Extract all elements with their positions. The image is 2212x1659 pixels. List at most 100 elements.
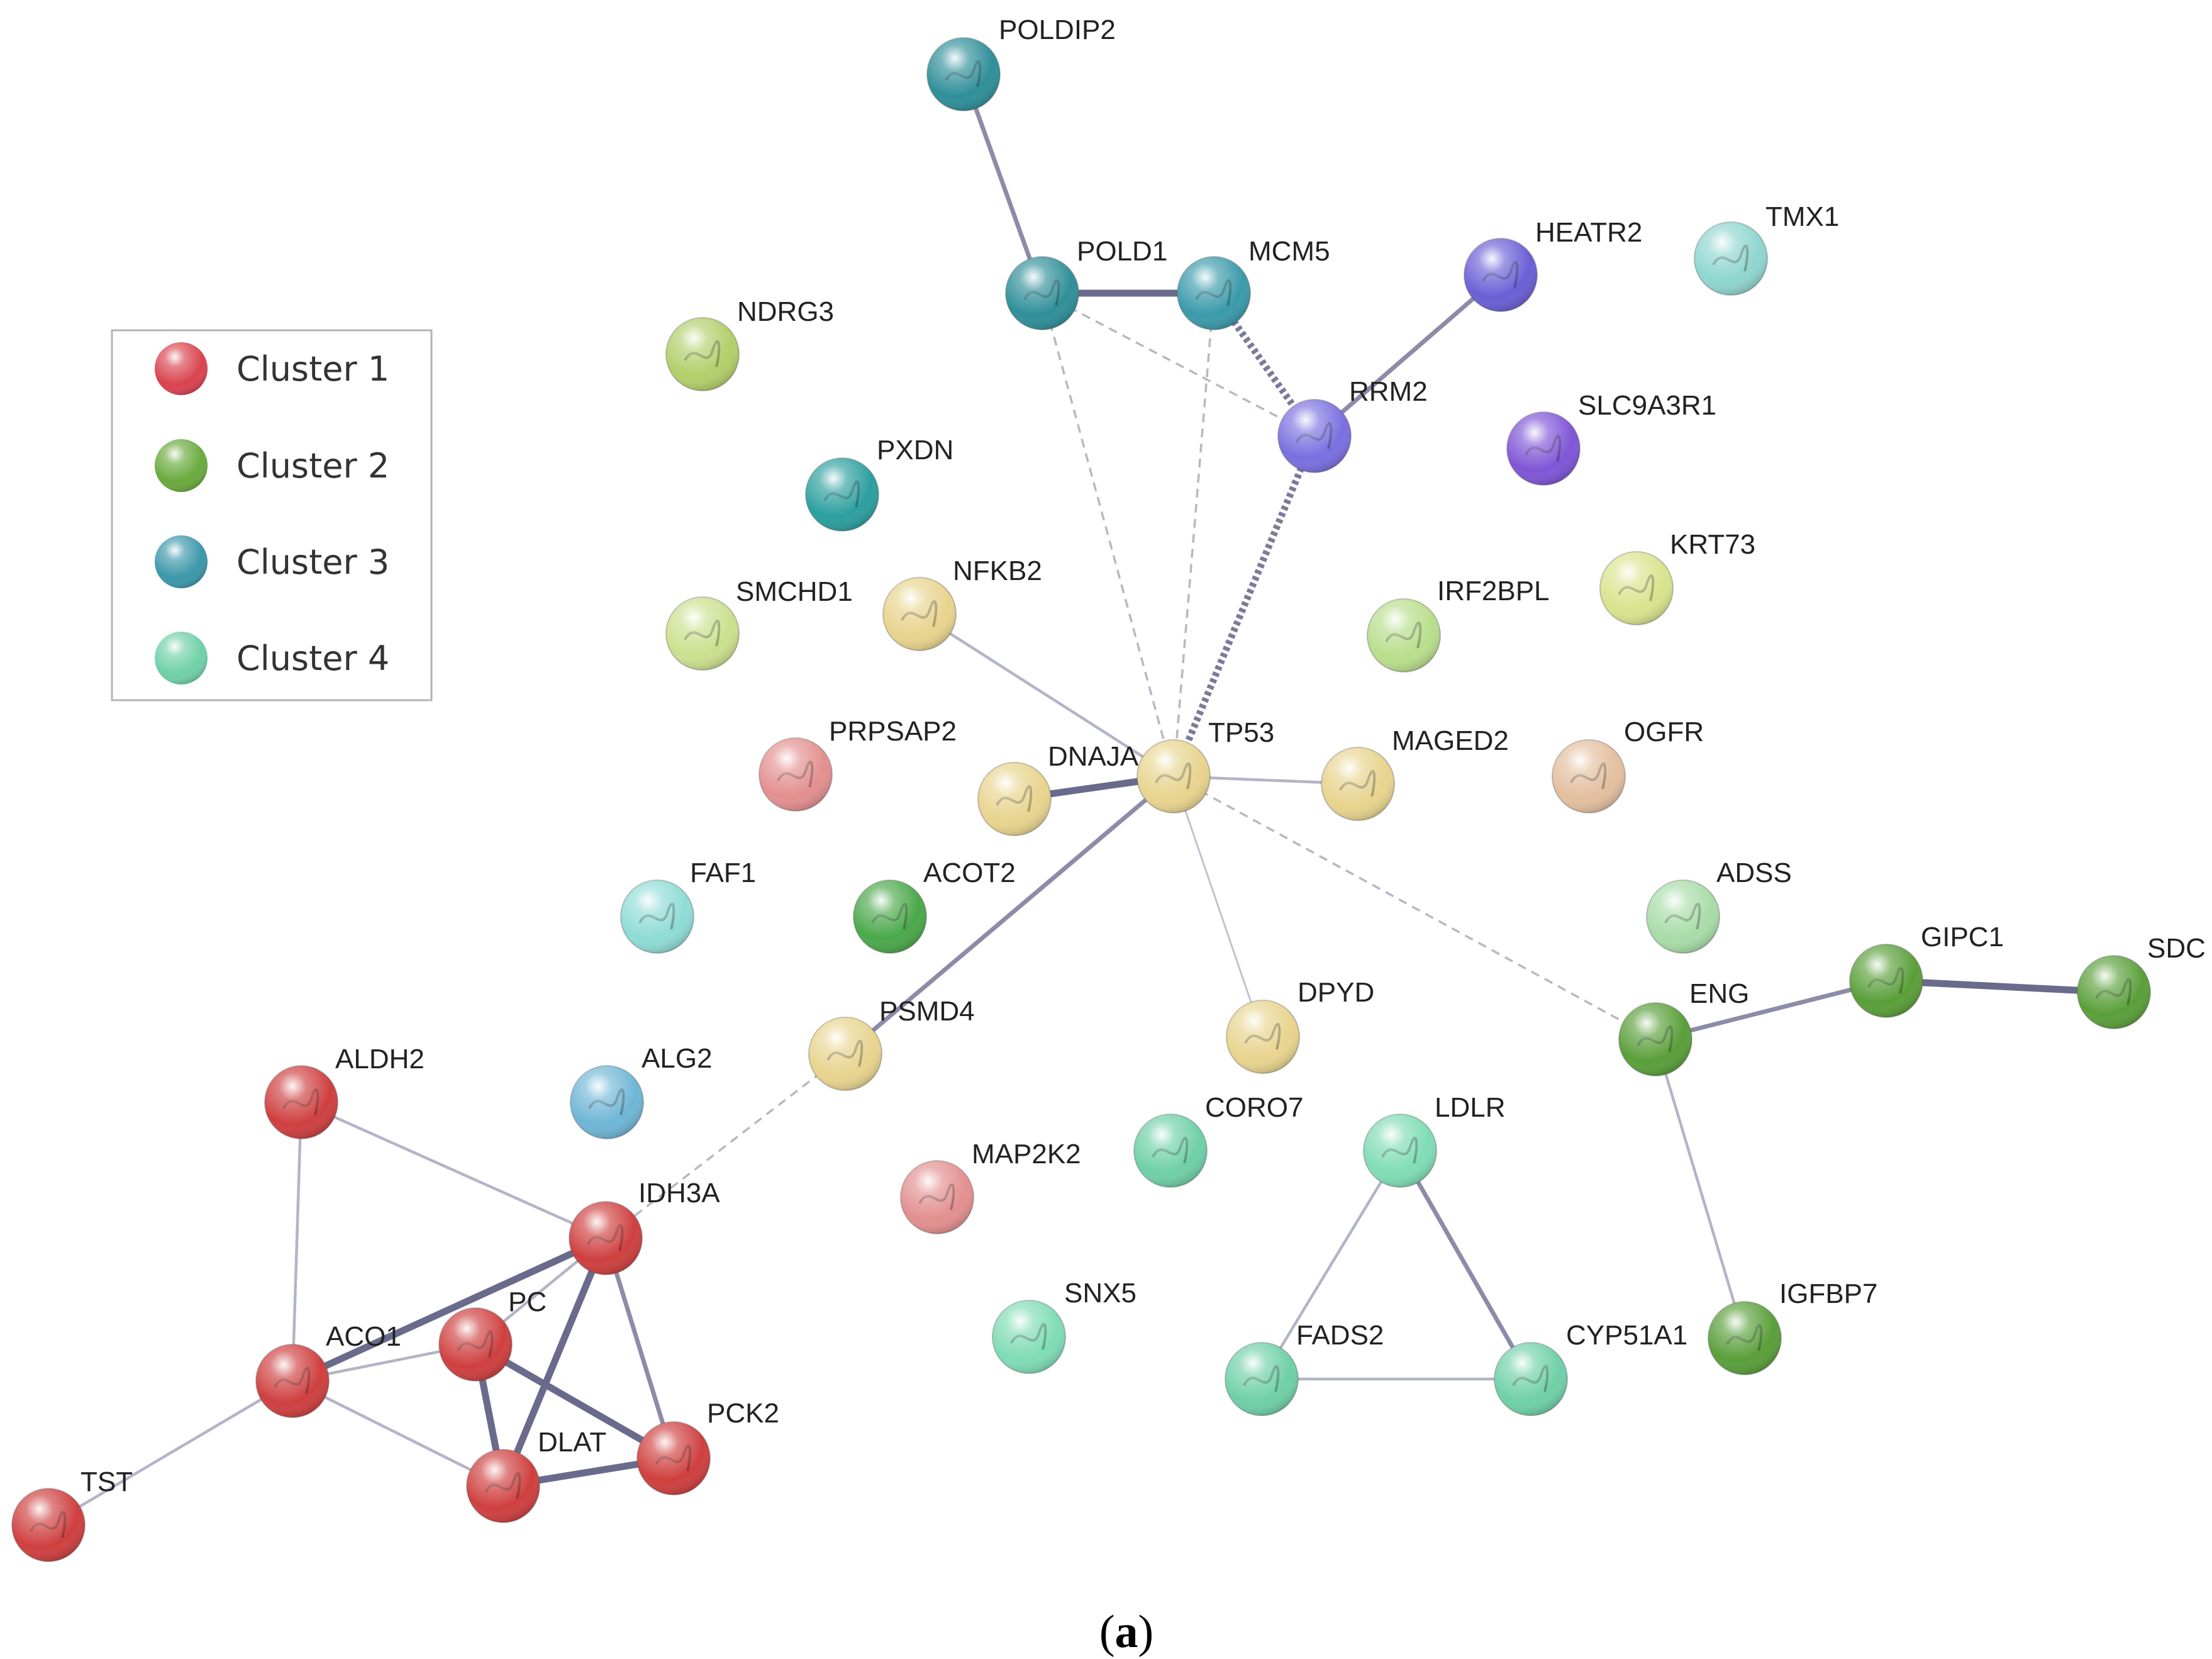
- node-ndrg3[interactable]: NDRG3: [665, 296, 834, 391]
- edge-idh3a-pck2: [603, 1237, 676, 1460]
- node-map2k2[interactable]: MAP2K2: [900, 1139, 1081, 1234]
- edge-tp53-dpyd: [1172, 776, 1264, 1037]
- node-label: CORO7: [1205, 1092, 1303, 1123]
- node-tmx1[interactable]: TMX1: [1694, 201, 1839, 296]
- node-label: TMX1: [1765, 201, 1839, 232]
- node-label: OGFR: [1624, 717, 1704, 747]
- node-gloss: [1464, 238, 1537, 311]
- node-label: CYP51A1: [1566, 1320, 1687, 1351]
- node-cyp51a1[interactable]: CYP51A1: [1494, 1320, 1687, 1416]
- node-rrm2[interactable]: RRM2: [1277, 376, 1428, 473]
- node-tst[interactable]: TST: [11, 1466, 133, 1562]
- node-gloss: [853, 880, 926, 953]
- node-gipc1[interactable]: GIPC1: [1849, 922, 2004, 1018]
- edge-ldlr-fads2: [1260, 1149, 1401, 1380]
- node-gloss: [1177, 257, 1250, 330]
- node-gloss: [256, 1344, 329, 1417]
- node-irf2bpl[interactable]: IRF2BPL: [1367, 576, 1550, 673]
- node-gloss: [467, 1450, 540, 1522]
- edge-pold1-tp53: [1041, 293, 1175, 777]
- edge-rrm2-tp53: [1170, 434, 1318, 778]
- node-gloss: [1619, 1003, 1692, 1076]
- node-gloss: [1226, 1000, 1299, 1073]
- node-dnaja[interactable]: DNAJA: [977, 741, 1139, 836]
- node-label: GIPC1: [1921, 922, 2004, 952]
- node-gloss: [1367, 599, 1440, 672]
- node-label: SLC9A3R1: [1578, 390, 1716, 421]
- node-dlat[interactable]: DLAT: [466, 1427, 606, 1523]
- legend-label: Cluster 2: [236, 446, 389, 486]
- edge-nfkb2-tp53: [918, 613, 1175, 778]
- node-idh3a[interactable]: IDH3A: [569, 1178, 720, 1275]
- node-gloss: [1552, 740, 1625, 813]
- node-label: DNAJA: [1048, 741, 1139, 772]
- node-aldh2[interactable]: ALDH2: [264, 1044, 425, 1139]
- node-ldlr[interactable]: LDLR: [1363, 1092, 1506, 1188]
- node-label: MCM5: [1248, 236, 1330, 267]
- node-fads2[interactable]: FADS2: [1225, 1320, 1384, 1416]
- node-adss[interactable]: ADSS: [1646, 857, 1792, 954]
- legend-swatch-gloss: [155, 342, 208, 395]
- node-faf1[interactable]: FAF1: [620, 857, 756, 954]
- node-pold1[interactable]: POLD1: [1005, 236, 1167, 330]
- node-gloss: [439, 1308, 512, 1381]
- node-alg2[interactable]: ALG2: [570, 1043, 713, 1139]
- node-gloss: [806, 458, 879, 531]
- node-label: PC: [508, 1287, 547, 1317]
- node-gloss: [759, 738, 832, 811]
- node-gloss: [1278, 399, 1351, 472]
- node-acot2[interactable]: ACOT2: [853, 857, 1016, 954]
- node-pxdn[interactable]: PXDN: [805, 435, 953, 532]
- node-gloss: [1494, 1343, 1567, 1416]
- legend-item-cluster-4: Cluster 4: [155, 632, 389, 684]
- node-heatr2[interactable]: HEATR2: [1464, 217, 1642, 312]
- node-gloss: [978, 762, 1051, 835]
- node-gloss: [927, 38, 1000, 111]
- node-label: SMCHD1: [736, 576, 853, 607]
- node-label: IRF2BPL: [1437, 576, 1550, 606]
- edge-eng-igfbp7: [1653, 1039, 1747, 1339]
- edge-tp53-eng: [1173, 775, 1656, 1041]
- node-pc[interactable]: PC: [438, 1287, 547, 1382]
- node-snx5[interactable]: SNX5: [992, 1278, 1137, 1374]
- node-igfbp7[interactable]: IGFBP7: [1708, 1278, 1878, 1375]
- node-label: ALDH2: [335, 1044, 425, 1075]
- node-maged2[interactable]: MAGED2: [1321, 725, 1509, 821]
- legend-item-cluster-3: Cluster 3: [155, 535, 389, 588]
- node-gloss: [1647, 880, 1720, 953]
- node-sdc[interactable]: SDC: [2077, 933, 2206, 1029]
- node-coro7[interactable]: CORO7: [1133, 1092, 1303, 1188]
- edge-mcm5-tp53: [1172, 293, 1215, 777]
- node-pck2[interactable]: PCK2: [636, 1398, 779, 1495]
- node-prpsap2[interactable]: PRPSAP2: [759, 716, 957, 812]
- node-label: PRPSAP2: [829, 716, 957, 747]
- node-label: MAGED2: [1392, 725, 1509, 756]
- node-label: SNX5: [1064, 1278, 1137, 1309]
- node-gloss: [1708, 1302, 1781, 1375]
- edge-heatr2-rrm2: [1313, 273, 1503, 438]
- legend-label: Cluster 3: [236, 542, 389, 582]
- node-gloss: [637, 1422, 710, 1495]
- node-label: ACO1: [326, 1321, 401, 1352]
- node-gloss: [1850, 944, 1923, 1017]
- node-nfkb2[interactable]: NFKB2: [882, 556, 1042, 651]
- legend-item-cluster-1: Cluster 1: [155, 342, 389, 395]
- node-tp53[interactable]: TP53: [1137, 717, 1274, 813]
- node-label: LDLR: [1435, 1092, 1506, 1123]
- node-poldip2[interactable]: POLDIP2: [926, 14, 1116, 111]
- node-aco1[interactable]: ACO1: [255, 1321, 401, 1418]
- node-gloss: [1507, 412, 1580, 485]
- node-psmd4[interactable]: PSMD4: [808, 996, 975, 1091]
- node-smchd1[interactable]: SMCHD1: [665, 576, 853, 671]
- node-dpyd[interactable]: DPYD: [1226, 977, 1374, 1074]
- caption-close-paren: ): [1138, 1606, 1154, 1658]
- node-slc9a3r1[interactable]: SLC9A3R1: [1506, 390, 1716, 486]
- node-label: IDH3A: [638, 1178, 720, 1209]
- node-krt73[interactable]: KRT73: [1599, 529, 1755, 625]
- node-ogfr[interactable]: OGFR: [1552, 717, 1704, 813]
- edge-gipc1-sdc: [1886, 977, 2115, 996]
- node-mcm5[interactable]: MCM5: [1177, 236, 1330, 330]
- node-eng[interactable]: ENG: [1618, 978, 1749, 1076]
- node-label: PSMD4: [879, 996, 975, 1027]
